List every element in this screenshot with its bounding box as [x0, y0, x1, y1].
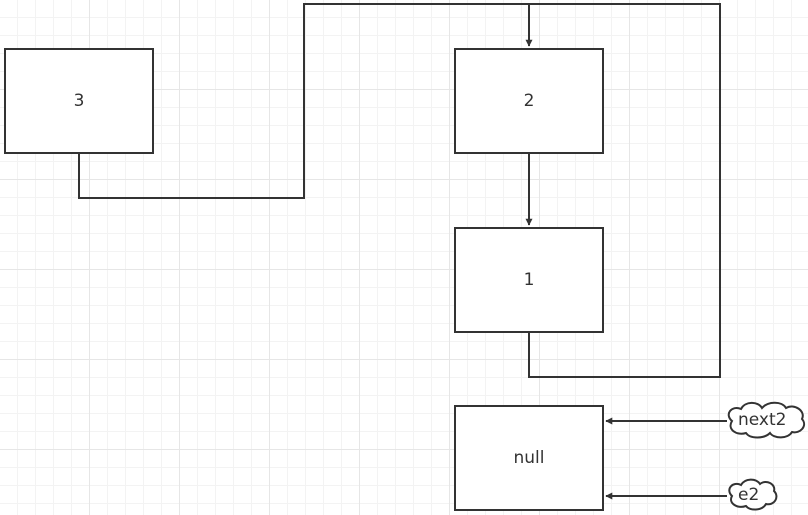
node-2-label: 2 — [523, 91, 535, 111]
pointer-e2-label: e2 — [738, 485, 760, 505]
cloud-next2 — [727, 401, 806, 439]
cloud-e2 — [728, 478, 778, 511]
node-3[interactable]: 3 — [4, 48, 154, 154]
node-null-label: null — [513, 448, 545, 468]
node-1[interactable]: 1 — [454, 227, 604, 333]
node-3-label: 3 — [73, 91, 85, 111]
pointer-next2-label: next2 — [738, 410, 787, 430]
node-2[interactable]: 2 — [454, 48, 604, 154]
node-null[interactable]: null — [454, 405, 604, 511]
edge-1-to-2 — [528, 3, 721, 378]
node-1-label: 1 — [523, 270, 535, 290]
edge-3-to-2 — [78, 3, 533, 199]
